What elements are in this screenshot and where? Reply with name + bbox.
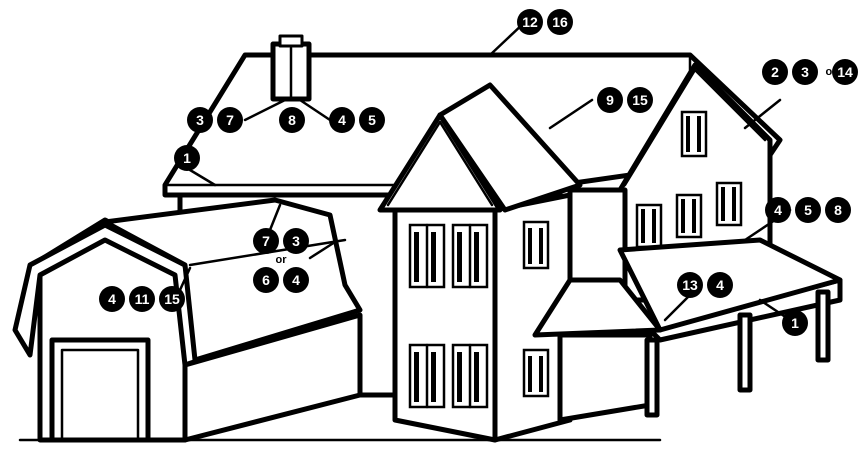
badge-label: 3 — [292, 233, 300, 249]
badge-label: 4 — [774, 202, 782, 218]
callout-c13: 1 — [782, 310, 808, 336]
callout-number-badge: 3 — [187, 107, 213, 133]
badge-label: 3 — [801, 64, 809, 80]
callout-number-badge: 13 — [677, 272, 703, 298]
callout-c8: 4 5 8 — [765, 197, 851, 223]
callout-number-badge: 9 — [597, 87, 623, 113]
badge-label: 7 — [226, 112, 234, 128]
badge-label: 1 — [791, 315, 799, 331]
callout-number-badge: 4 — [707, 272, 733, 298]
callout-number-badge: 3 — [792, 59, 818, 85]
garage — [15, 200, 360, 440]
badge-label: 2 — [771, 64, 779, 80]
callout-number-badge: 4 — [765, 197, 791, 223]
callout-number-badge: 7 — [217, 107, 243, 133]
callout-number-badge: 4 — [329, 107, 355, 133]
callout-number-badge: 14 — [832, 59, 858, 85]
badge-label: 7 — [262, 233, 270, 249]
callout-number-badge: 12 — [517, 9, 543, 35]
callout-c11: 4 11 15 — [99, 286, 185, 312]
callout-number-badge: 8 — [279, 107, 305, 133]
badge-label: 12 — [522, 14, 538, 30]
badge-label: 14 — [837, 64, 853, 80]
callout-c4: 8 — [279, 107, 305, 133]
badge-label: 8 — [288, 112, 296, 128]
callout-number-badge: 11 — [129, 286, 155, 312]
badge-label: 5 — [804, 202, 812, 218]
badge-label: 5 — [368, 112, 376, 128]
or-label: or — [276, 254, 288, 266]
badge-label: 6 — [262, 272, 270, 288]
callout-number-badge: 7 — [253, 228, 279, 254]
badge-label: 16 — [552, 14, 568, 30]
badge-label: 9 — [606, 92, 614, 108]
badge-label: 4 — [292, 272, 300, 288]
chimney — [273, 36, 309, 99]
callout-number-badge: 4 — [283, 267, 309, 293]
callout-number-badge: 16 — [547, 9, 573, 35]
callout-number-badge: 5 — [795, 197, 821, 223]
callout-number-badge: 1 — [782, 310, 808, 336]
callout-number-badge: 1 — [174, 145, 200, 171]
badge-label: 15 — [164, 291, 180, 307]
badge-label: 15 — [632, 92, 648, 108]
badge-label: 4 — [716, 277, 724, 293]
callout-number-badge: 3 — [283, 228, 309, 254]
callout-number-badge: 15 — [627, 87, 653, 113]
badge-label: 11 — [135, 291, 150, 307]
callout-c1: 12 16 — [517, 9, 573, 35]
badge-label: 3 — [196, 112, 204, 128]
callout-c7: 1 — [174, 145, 200, 171]
badge-label: 4 — [338, 112, 346, 128]
callout-number-badge: 6 — [253, 267, 279, 293]
callout-number-badge: 15 — [159, 286, 185, 312]
callout-number-badge: 5 — [359, 107, 385, 133]
callout-number-badge: 2 — [762, 59, 788, 85]
callout-number-badge: 8 — [825, 197, 851, 223]
badge-label: 8 — [834, 202, 842, 218]
badge-label: 13 — [682, 277, 698, 293]
badge-label: 4 — [108, 291, 116, 307]
callout-number-badge: 4 — [99, 286, 125, 312]
badge-label: 1 — [183, 150, 191, 166]
